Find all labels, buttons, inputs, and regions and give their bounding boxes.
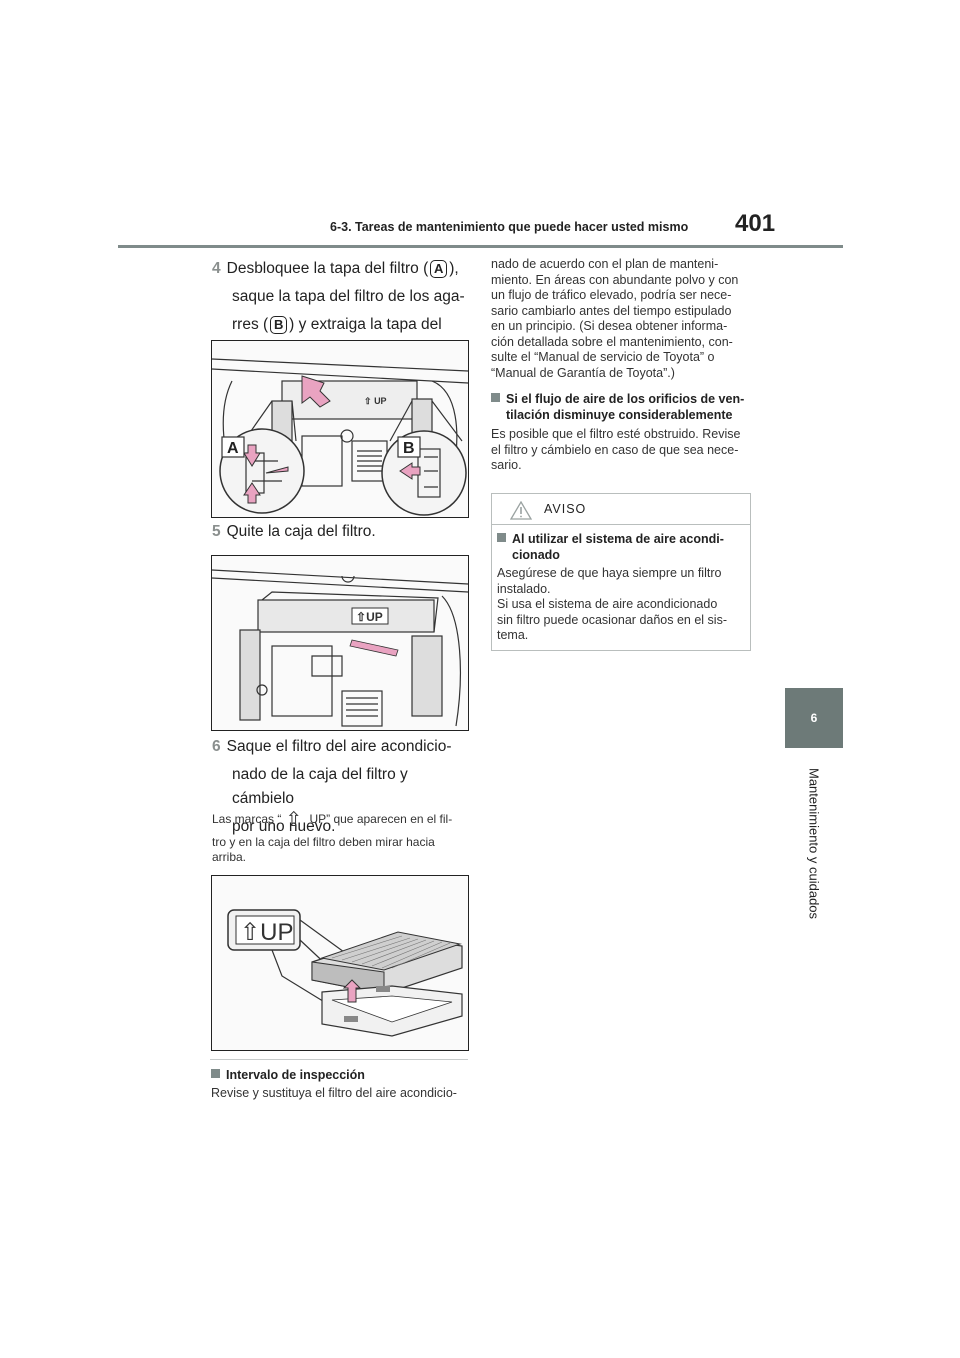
step-4-text-1a: Desbloquee la tapa del filtro (	[226, 260, 429, 277]
fig1-label-b: B	[403, 440, 415, 457]
header-divider	[118, 245, 843, 248]
up-arrow-icon: ⇧	[285, 809, 303, 831]
page-number: 401	[735, 210, 776, 237]
cont-line: miento. En áreas con abundante polvo y c…	[491, 272, 739, 287]
airflow-line: Es posible que el filtro esté obstruido.…	[491, 427, 741, 441]
figure-remove-filter-case: ⇧UP	[211, 555, 469, 731]
inspection-heading-text: Intervalo de inspección	[226, 1068, 365, 1082]
airflow-heading-2: tilación disminuye considerablemente	[506, 407, 733, 422]
step-5-number: 5	[212, 523, 221, 540]
airflow-text: Es posible que el filtro esté obstruido.…	[491, 427, 753, 474]
chapter-tab-text: Mantenimiento y cuidados	[806, 767, 822, 920]
step-4-text-3a: rres (	[232, 316, 269, 333]
cont-line: un flujo de tráfico elevado, podría ser …	[491, 288, 732, 302]
step-6-text-1: Saque el filtro del aire acondicio-	[226, 738, 452, 755]
step-5: 5 Quite la caja del filtro.	[212, 520, 472, 544]
airflow-heading-1: Si el flujo de aire de los orificios de …	[506, 392, 745, 406]
chapter-tab-number: 6	[785, 688, 843, 748]
cont-line: sario cambiarlo antes del tiempo estipul…	[491, 303, 732, 318]
inspection-heading: Intervalo de inspección	[211, 1068, 365, 1084]
note-text-2: tro y en la caja del filtro deben mirar …	[212, 835, 435, 849]
up-marks-note: Las marcas “⇧ UP” que aparecen en el fil…	[212, 809, 472, 865]
step-5-text: Quite la caja del filtro.	[226, 523, 376, 540]
section-title: 6-3. Tareas de mantenimiento que puede h…	[330, 220, 689, 234]
step-6-text-2: nado de la caja del filtro y cámbielo	[232, 766, 408, 807]
warning-text: Asegúrese de que haya siempre un filtro …	[497, 566, 747, 644]
step-4-number: 4	[212, 260, 221, 277]
fig1-up-label: ⇧ UP	[364, 396, 387, 406]
warning-line: tema.	[497, 628, 529, 642]
figure-unlock-filter-cover: ⇧ UP A B	[211, 340, 469, 518]
note-text-1b: UP” que aparecen en el fil-	[306, 812, 453, 826]
cont-line: ción detallada sobre el mantenimiento, c…	[491, 334, 733, 349]
warning-heading-2: cionado	[512, 547, 560, 562]
step-6-text-3: por uno nuevo.	[232, 818, 336, 835]
fig1-label-a: A	[227, 440, 239, 457]
section-divider	[210, 1059, 468, 1060]
cont-line: “Manual de Garantía de Toyota”.)	[491, 365, 675, 380]
warning-triangle-icon	[510, 501, 532, 520]
warning-box: AVISO Al utilizar el sistema de aire aco…	[491, 493, 751, 651]
warning-line: Si usa el sistema de aire acondicionado	[497, 597, 718, 611]
label-b-badge: B	[270, 315, 288, 334]
step-6: 6 Saque el filtro del aire acondicio- nad…	[212, 735, 472, 839]
warning-title: AVISO	[544, 502, 587, 516]
square-bullet-icon	[497, 533, 506, 542]
inspection-continuation: nado de acuerdo con el plan de manteni- …	[491, 257, 751, 381]
fig2-up-label: ⇧UP	[356, 610, 383, 624]
cont-line: en un principio. (Si desea obtener infor…	[491, 319, 728, 333]
cont-line: nado de acuerdo con el plan de manteni-	[491, 257, 719, 271]
chapter-tab-label: Mantenimiento y cuidados	[790, 756, 838, 931]
warning-line: instalado.	[497, 581, 551, 596]
figure-filter-up-marks: ⇧UP	[211, 875, 469, 1051]
warning-heading-1: Al utilizar el sistema de aire acondi-	[512, 532, 724, 546]
cont-line: sulte el “Manual de servicio de Toyota” …	[491, 350, 715, 364]
airflow-line: el filtro y cámbielo en caso de que sea …	[491, 442, 739, 457]
warning-header: AVISO	[492, 494, 750, 525]
inspection-text: Revise y sustituya el filtro del aire ac…	[211, 1086, 457, 1100]
step-4-text-2: saque la tapa del filtro de los aga-	[232, 288, 465, 305]
note-text-3: arriba.	[212, 850, 247, 864]
square-bullet-icon	[211, 1069, 220, 1078]
step-4-text-1b: ),	[449, 260, 459, 277]
note-text-1a: Las marcas “	[212, 812, 282, 826]
airflow-heading: Si el flujo de aire de los orificios de …	[491, 392, 753, 423]
fig3-up-callout: ⇧UP	[240, 919, 293, 946]
warning-line: sin filtro puede ocasionar daños en el s…	[497, 612, 727, 627]
label-a-badge: A	[430, 259, 448, 278]
step-6-number: 6	[212, 738, 221, 755]
warning-line: Asegúrese de que haya siempre un filtro	[497, 566, 722, 580]
warning-heading: Al utilizar el sistema de aire acondi- c…	[497, 532, 747, 563]
airflow-line: sario.	[491, 458, 522, 472]
square-bullet-icon	[491, 393, 500, 402]
